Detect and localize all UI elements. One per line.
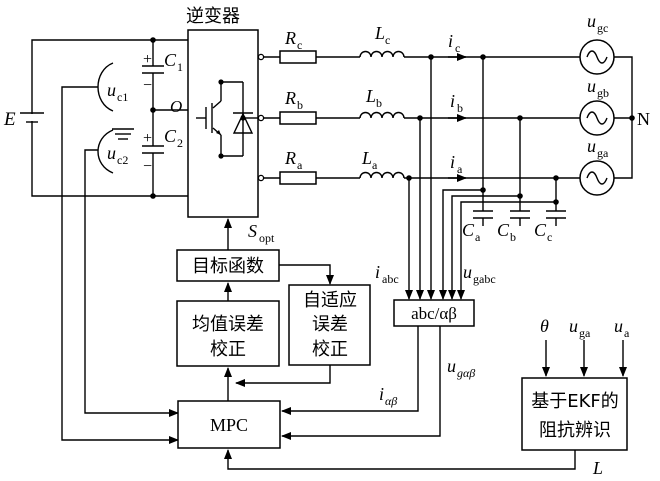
svg-text:误差: 误差 [312, 314, 348, 335]
svg-text:校正: 校正 [210, 339, 246, 360]
svg-text:MPC: MPC [210, 415, 248, 435]
c2-label: C [164, 126, 177, 146]
svg-text:gb: gb [597, 86, 609, 100]
uc2-label: u [107, 143, 116, 163]
ialphabeta-label: i [379, 384, 384, 404]
svg-text:abc: abc [382, 272, 399, 286]
resistor-rc [279, 50, 317, 64]
svg-text:a: a [475, 230, 481, 244]
phase-b-branch: R b L b i b [257, 86, 580, 125]
svg-text:a: a [624, 326, 630, 340]
lc-label: L [374, 23, 385, 43]
dc-link: E C 1 C 2 + − + − O u c1 u c2 [3, 37, 188, 199]
uc1-sensor [97, 62, 114, 112]
svg-text:gabc: gabc [473, 272, 496, 286]
svg-text:ga: ga [597, 146, 609, 160]
l-estimate-label: L [592, 458, 603, 478]
midpoint-label: O [170, 97, 182, 116]
igbt-icon [196, 79, 258, 159]
svg-text:b: b [297, 98, 303, 112]
svg-text:校正: 校正 [312, 339, 348, 360]
resistor-rb [279, 111, 317, 125]
svg-text:c2: c2 [117, 153, 128, 167]
inverter: 逆变器 S opt [186, 6, 275, 245]
uga-label: u [587, 136, 596, 156]
uc1-feedback-line [61, 86, 179, 444]
ua-input-label: u [614, 316, 623, 336]
svg-text:+: + [143, 130, 152, 147]
ugb-label: u [587, 76, 596, 96]
cc-label: C [534, 220, 547, 240]
svg-text:均值误差: 均值误差 [192, 314, 264, 335]
inductor-lc [359, 50, 405, 58]
filter-capacitors: C a C b C c [462, 57, 566, 244]
inductor-la [359, 171, 405, 179]
svg-text:b: b [510, 230, 516, 244]
lb-label: L [365, 86, 376, 106]
svg-text:c: c [385, 33, 390, 47]
svg-text:c: c [547, 230, 552, 244]
ia-label: i [450, 152, 455, 172]
measurement-lines: i abc u gabc [375, 57, 559, 300]
svg-text:2: 2 [177, 136, 183, 150]
svg-text:c1: c1 [117, 90, 128, 104]
svg-text:abc/αβ: abc/αβ [411, 304, 457, 323]
inductor-lb [359, 111, 405, 119]
svg-text:c: c [297, 38, 302, 52]
svg-text:自适应: 自适应 [303, 290, 357, 311]
svg-text:−: − [143, 77, 152, 94]
svg-text:αβ: αβ [385, 394, 397, 408]
svg-text:−: − [143, 158, 152, 175]
ib-label: i [450, 91, 455, 111]
resistor-ra [279, 171, 317, 185]
ic-label: i [448, 31, 453, 51]
sopt-label: S [248, 221, 257, 241]
svg-text:1: 1 [177, 60, 183, 74]
uc2-feedback-line [84, 149, 179, 417]
ugalphabeta-label: u [447, 356, 456, 376]
iabc-label: i [375, 262, 380, 282]
svg-text:基于EKF的: 基于EKF的 [531, 391, 619, 412]
rb-label: R [284, 88, 296, 108]
inverter-title: 逆变器 [186, 6, 240, 27]
uc1-label: u [107, 80, 116, 100]
la-label: L [361, 148, 372, 168]
phase-c-branch: R c L c i c [257, 23, 580, 64]
svg-text:a: a [372, 158, 378, 172]
mpc-block [177, 400, 281, 449]
rc-label: R [284, 28, 296, 48]
dc-source-label: E [3, 109, 16, 130]
svg-text:+: + [143, 51, 152, 68]
c1-label: C [164, 50, 177, 70]
svg-text:opt: opt [259, 231, 275, 245]
phase-a-branch: R a L a i a [257, 148, 580, 185]
ugabc-label: u [463, 262, 472, 282]
svg-text:目标函数: 目标函数 [192, 256, 264, 277]
ra-label: R [284, 148, 296, 168]
signal-routing: i αβ u gαβ θ u ga u a L [224, 316, 630, 478]
svg-text:gαβ: gαβ [457, 366, 475, 380]
svg-text:ga: ga [579, 326, 591, 340]
svg-text:a: a [457, 162, 463, 176]
svg-text:阻抗辨识: 阻抗辨识 [539, 420, 611, 441]
inverter-box [187, 29, 259, 218]
uga-input-label: u [569, 316, 578, 336]
mean-error-correction-block [176, 300, 280, 367]
abc-alphabeta-transform-block [393, 299, 475, 327]
uc2-sensor [97, 129, 114, 174]
ugc-label: u [587, 11, 596, 31]
neutral-label: N [637, 109, 650, 129]
grid-sources: N u gc u gb u ga [579, 11, 650, 196]
svg-text:a: a [297, 158, 303, 172]
svg-text:gc: gc [597, 21, 608, 35]
control-blocks: 目标函数 均值误差 校正 自适应 误差 校正 abc/αβ MPC 基于EKF的… [176, 218, 628, 451]
theta-label: θ [540, 316, 549, 336]
svg-text:c: c [455, 41, 460, 55]
ca-label: C [462, 220, 475, 240]
svg-text:b: b [457, 101, 463, 115]
svg-text:b: b [376, 96, 382, 110]
cb-label: C [497, 220, 510, 240]
ekf-impedance-identification-block [521, 377, 628, 451]
